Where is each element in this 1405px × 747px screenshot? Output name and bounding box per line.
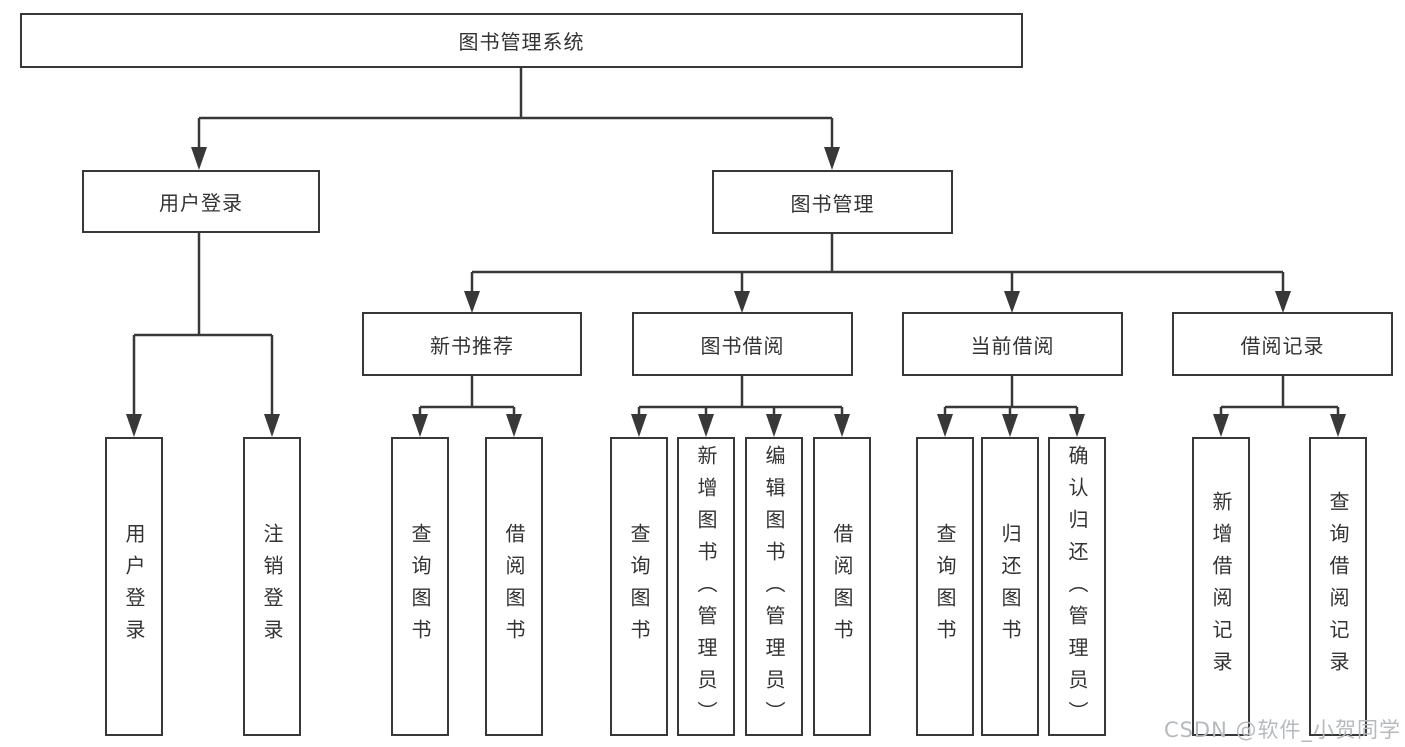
arrow-down-icon [1275, 291, 1291, 313]
arrow-down-icon [1213, 414, 1229, 437]
arrow-down-icon [937, 414, 953, 437]
connector-book-borrow-section [637, 376, 844, 418]
leaf-add-book-admin: 新增图书（管理员） [677, 437, 735, 736]
node-book-borrow: 图书借阅 [632, 312, 853, 376]
leaf-add-borrow-record: 新增借阅记录 [1192, 437, 1250, 736]
leaf-borrow-books: 借阅图书 [485, 437, 543, 736]
connector-root [197, 68, 834, 150]
leaf-logout: 注销登录 [243, 437, 301, 736]
connector-current-borrow-section [943, 376, 1079, 418]
arrow-down-icon [1002, 414, 1018, 437]
arrow-down-icon [824, 147, 840, 170]
arrow-down-icon [506, 414, 522, 437]
node-library-system: 图书管理系统 [20, 13, 1023, 68]
leaf-edit-book-admin: 编辑图书（管理员） [745, 437, 803, 736]
arrow-down-icon [1330, 414, 1346, 437]
leaf-query-books: 查询图书 [610, 437, 668, 736]
arrow-down-icon [464, 291, 480, 313]
leaf-borrow-books: 借阅图书 [813, 437, 871, 736]
arrow-down-icon [698, 414, 714, 437]
leaf-confirm-return-admin: 确认归还（管理员） [1048, 437, 1106, 736]
arrow-down-icon [1069, 414, 1085, 437]
arrow-down-icon [834, 414, 850, 437]
leaf-query-books: 查询图书 [916, 437, 974, 736]
arrow-down-icon [631, 414, 647, 437]
arrow-down-icon [191, 147, 207, 170]
node-new-book-recommend: 新书推荐 [362, 312, 582, 376]
connector-lines [132, 68, 1340, 418]
node-book-management-branch: 图书管理 [712, 170, 953, 234]
arrow-down-icon [264, 414, 280, 437]
arrowheads [126, 147, 1346, 437]
arrow-down-icon [126, 414, 142, 437]
connector-new-book-section [418, 376, 516, 418]
leaf-return-book: 归还图书 [981, 437, 1039, 736]
leaf-query-books: 查询图书 [391, 437, 449, 736]
connector-borrow-record-section [1219, 376, 1340, 418]
leaf-user-login: 用户登录 [105, 437, 163, 736]
node-borrow-record: 借阅记录 [1172, 312, 1393, 376]
node-user-login-branch: 用户登录 [82, 170, 320, 233]
arrow-down-icon [1004, 291, 1020, 313]
connector-user-login-branch [132, 233, 274, 418]
connector-book-management-branch [470, 234, 1285, 293]
arrow-down-icon [734, 291, 750, 313]
arrow-down-icon [412, 414, 428, 437]
leaf-query-borrow-record: 查询借阅记录 [1309, 437, 1367, 736]
node-current-borrow: 当前借阅 [902, 312, 1123, 376]
arrow-down-icon [766, 414, 782, 437]
